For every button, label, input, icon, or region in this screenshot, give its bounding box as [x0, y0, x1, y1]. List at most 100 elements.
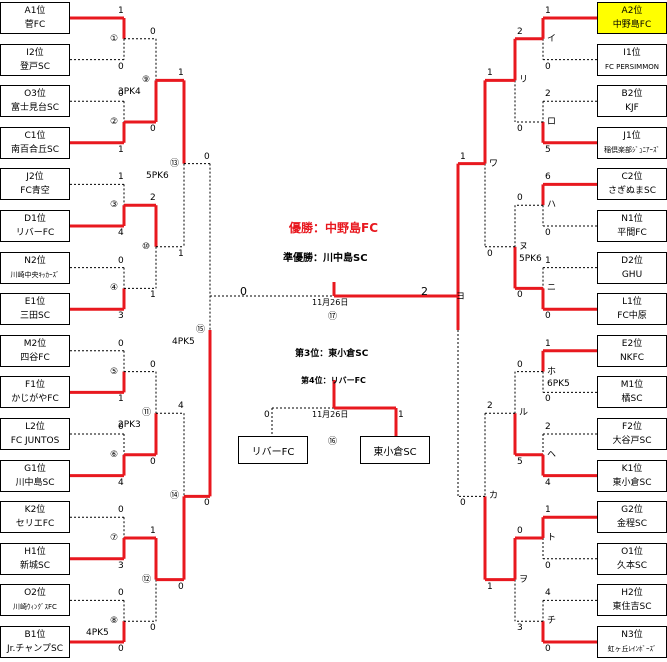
match-label: ⑬: [170, 158, 180, 169]
runner-up-text: 準優勝：川中島SC: [283, 253, 368, 264]
pk-label: 5PK6: [146, 170, 169, 181]
team-name: 東小倉SC: [612, 477, 652, 488]
team-name: 金程SC: [617, 519, 647, 530]
score-label: 0: [118, 422, 124, 432]
pk-label: 6PK5: [547, 378, 570, 389]
team-box-right-5: C2位さぎぬまSC: [597, 168, 667, 201]
score-label: 4: [118, 228, 124, 238]
team-box-left-9: M2位四谷FC: [0, 334, 70, 367]
team-box-left-5: J2位 FC青空: [0, 168, 70, 201]
team-name: 四谷FC: [20, 352, 50, 363]
team-name: KJF: [625, 103, 639, 114]
team-seed: G1位: [24, 463, 46, 474]
team-box-right-2: I1位 FC PERSIMMON: [597, 43, 667, 76]
score-label: 0: [545, 394, 551, 405]
score-label: 0: [204, 498, 210, 509]
score-label: 6: [545, 172, 551, 183]
team-name: FC青空: [20, 186, 50, 197]
team-box-left-12: G1位川中島SC: [0, 459, 70, 492]
match-label: リ: [519, 75, 529, 86]
team-seed: N2位: [24, 255, 46, 266]
team-box-left-7: N2位川崎中央ｷｯｶｰｽﾞ: [0, 251, 70, 284]
team-name: NKFC: [619, 352, 645, 363]
team-box-right-16: N3位虹ヶ丘ﾚｲﾝﾎﾞｰｽﾞ: [597, 626, 667, 658]
team-seed: K2位: [24, 505, 46, 516]
score-label: 1: [545, 6, 551, 16]
score-label: 0: [545, 311, 551, 322]
third-right-score: 1: [398, 410, 404, 420]
score-label: 0: [118, 255, 124, 266]
score-label: 3: [118, 311, 124, 322]
final-right-score: 2: [421, 285, 428, 298]
match-label: ロ: [547, 117, 557, 127]
pk-label: 3PK4: [118, 87, 141, 98]
score-label: 0: [517, 290, 523, 301]
match-label: ⑭: [170, 491, 180, 502]
team-name: 南百合丘SC: [11, 144, 59, 155]
score-label: 0: [545, 61, 551, 72]
team-box-left-1: A1位菅FC: [0, 2, 70, 34]
score-label: 0: [118, 338, 124, 349]
team-seed: M1位: [620, 380, 644, 391]
team-box-right-12: K1位東小倉SC: [597, 459, 667, 492]
score-label: 0: [517, 124, 523, 134]
team-seed: E1位: [24, 297, 46, 308]
match-label: ヲ: [519, 574, 529, 585]
team-box-right-14: O1位久本SC: [597, 542, 667, 575]
match-label: ④: [110, 283, 119, 294]
score-label: 2: [545, 89, 551, 100]
match-label: ⑮: [196, 325, 206, 335]
score-label: 0: [118, 61, 124, 72]
team-name: 大谷戸SC: [612, 436, 652, 446]
team-box-left-6: D1位リバーFC: [0, 210, 70, 242]
team-box-right-15: H2位東住吉SC: [597, 584, 667, 617]
team-name: 登戸SC: [20, 61, 50, 72]
score-label: 0: [118, 644, 124, 654]
match-label: カ: [489, 491, 499, 502]
team-seed: I1位: [623, 47, 641, 58]
team-box-right-9: E2位 NKFC: [597, 334, 667, 367]
score-label: 0: [178, 581, 184, 592]
team-box-right-4: J1位稲倶楽部ｼﾞｭﾆｱｰｽﾞ: [597, 126, 667, 159]
team-seed: G2位: [621, 505, 643, 516]
team-name: 東住吉SC: [612, 602, 652, 613]
team-seed: C2位: [621, 172, 643, 183]
final-left-score: 0: [240, 285, 247, 298]
score-label: 1: [487, 68, 493, 79]
match-label: ヌ: [519, 241, 529, 252]
team-name: FC PERSIMMON: [605, 62, 659, 71]
match-label: チ: [547, 616, 557, 627]
team-seed: J1位: [623, 130, 641, 141]
score-label: 0: [150, 623, 156, 634]
match-label: ル: [519, 408, 529, 419]
team-seed: B2位: [621, 89, 643, 100]
team-seed: D1位: [24, 214, 46, 224]
team-seed: O2位: [24, 588, 46, 599]
match-label: ⑫: [142, 574, 152, 585]
score-label: 0: [204, 151, 210, 162]
third-right-team: 東小倉SC: [360, 436, 430, 464]
third-left-score: 0: [264, 410, 270, 420]
team-seed: C1位: [24, 130, 46, 141]
final-right-label: ヨ: [456, 292, 466, 302]
team-box-right-13: G2位金程SC: [597, 501, 667, 534]
score-label: 4: [118, 477, 124, 488]
score-label: 0: [150, 26, 156, 37]
team-name: 川崎中央ｷｯｶｰｽﾞ: [10, 270, 60, 279]
third-place-text: 第3位：東小倉SC: [295, 349, 369, 359]
team-name: FC JUNTOS: [10, 436, 60, 446]
match-label: ⑦: [110, 533, 119, 543]
team-seed: F1位: [25, 380, 45, 391]
team-seed: J2位: [26, 172, 44, 183]
team-seed: E2位: [621, 338, 643, 349]
team-name: 中野島FC: [612, 20, 652, 30]
team-name: さぎぬまSC: [608, 186, 656, 197]
team-box-left-10: F1位かじがやFC: [0, 376, 70, 409]
team-name: 川中島SC: [15, 477, 55, 488]
score-label: 1: [487, 581, 493, 592]
pk-label: 5PK6: [519, 253, 542, 264]
pk-label: 4PK5: [172, 337, 195, 347]
final-match-no: ⑰: [328, 312, 338, 322]
